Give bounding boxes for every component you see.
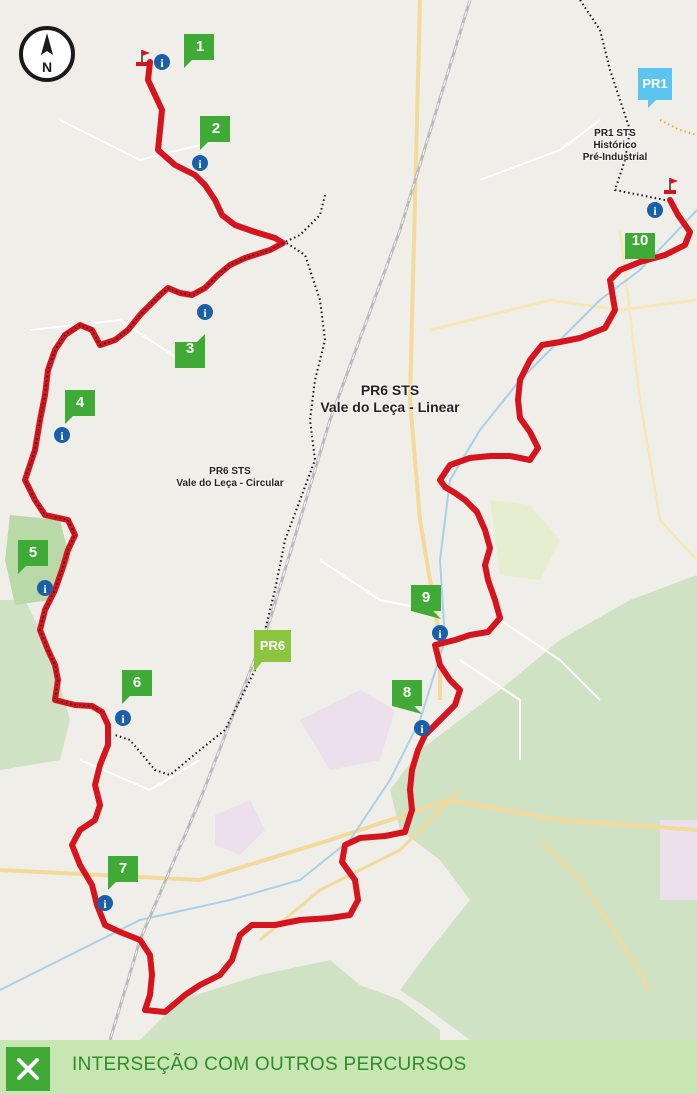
intersection-footer: INTERSEÇÃO COM OUTROS PERCURSOS — [0, 1040, 697, 1094]
waypoint-10-label[interactable]: 10 — [631, 232, 649, 249]
waypoint-4-label[interactable]: 4 — [75, 394, 85, 411]
pr6-linear-label: PR6 STS Vale do Leça - Linear — [300, 382, 480, 416]
info-icon[interactable]: i — [54, 427, 70, 443]
road-east — [429, 298, 697, 332]
svg-text:i: i — [121, 712, 125, 726]
info-icon[interactable]: i — [115, 710, 131, 726]
pr6-linear-label-line1: PR6 STS — [360, 382, 420, 398]
pr6-linear-label-line2: Vale do Leça - Linear — [320, 399, 460, 415]
crossed-swords-icon — [6, 1047, 50, 1091]
info-icon[interactable]: i — [192, 155, 208, 171]
svg-text:i: i — [420, 722, 424, 736]
svg-text:i: i — [203, 306, 207, 320]
svg-text:i: i — [43, 582, 47, 596]
waypoint-6-label[interactable]: 6 — [132, 674, 142, 691]
compass-icon: N — [19, 26, 75, 82]
svg-text:i: i — [160, 56, 164, 70]
industrial-area-2 — [215, 800, 265, 855]
info-icon[interactable]: i — [154, 54, 170, 70]
road-southwest — [259, 788, 462, 942]
pr6-circular-label: PR6 STS Vale do Leça - Circular — [160, 466, 300, 490]
info-icon[interactable]: i — [97, 895, 113, 911]
waypoint-1-label[interactable]: 1 — [195, 38, 205, 55]
pr6-badge-label[interactable]: PR6 — [259, 638, 286, 653]
pr6-badge — [254, 630, 291, 672]
pr1-badge-label[interactable]: PR1 — [642, 76, 668, 91]
svg-text:i: i — [653, 204, 657, 218]
waypoint-5-label[interactable]: 5 — [28, 544, 38, 561]
pr1-badge — [638, 68, 672, 108]
industrial-area-3 — [660, 820, 697, 900]
svg-text:i: i — [60, 429, 64, 443]
end-flag-icon — [664, 178, 678, 194]
road-southeast — [538, 838, 652, 991]
pr6-circular-label-line2: Vale do Leça - Circular — [176, 478, 284, 489]
pr6-circular-label-line1: PR6 STS — [209, 466, 251, 477]
info-icon[interactable]: i — [647, 202, 663, 218]
pr1-route-label: PR1 STS Histórico Pré-Industrial — [570, 128, 660, 164]
waypoint-7-label[interactable]: 7 — [118, 860, 128, 877]
info-markers: i i i i i i i i i i — [37, 54, 663, 911]
forest-area-east — [390, 575, 697, 1040]
compass-north-label: N — [42, 59, 52, 75]
svg-text:i: i — [103, 897, 107, 911]
svg-text:i: i — [438, 627, 442, 641]
pr1-route-label-line1: PR1 STS — [594, 128, 636, 139]
road-main — [407, 0, 442, 700]
forest-area-south — [140, 960, 440, 1040]
pr1-route-label-line2: Histórico — [593, 140, 637, 151]
industrial-area — [300, 690, 395, 770]
start-flag-icon — [136, 50, 150, 66]
pr6-circular-route — [114, 194, 327, 777]
waypoint-flags — [18, 34, 655, 890]
waypoint-2-label[interactable]: 2 — [211, 120, 221, 137]
info-icon[interactable]: i — [414, 720, 430, 736]
forest-area-west — [0, 600, 70, 770]
svg-text:i: i — [198, 157, 202, 171]
pr1-route-label-line3: Pré-Industrial — [582, 152, 648, 163]
field-area — [490, 500, 560, 580]
info-icon[interactable]: i — [432, 625, 448, 641]
road-northeast — [618, 229, 697, 561]
waypoint-3-label[interactable]: 3 — [185, 340, 195, 357]
info-icon[interactable]: i — [197, 304, 213, 320]
minor-streets — [29, 119, 601, 792]
footer-title: INTERSEÇÃO COM OUTROS PERCURSOS — [72, 1054, 467, 1075]
waypoint-9-label[interactable]: 9 — [421, 589, 431, 606]
waypoint-8-label[interactable]: 8 — [402, 684, 412, 701]
info-icon[interactable]: i — [37, 580, 53, 596]
pr1-dotted-route — [579, 0, 666, 201]
